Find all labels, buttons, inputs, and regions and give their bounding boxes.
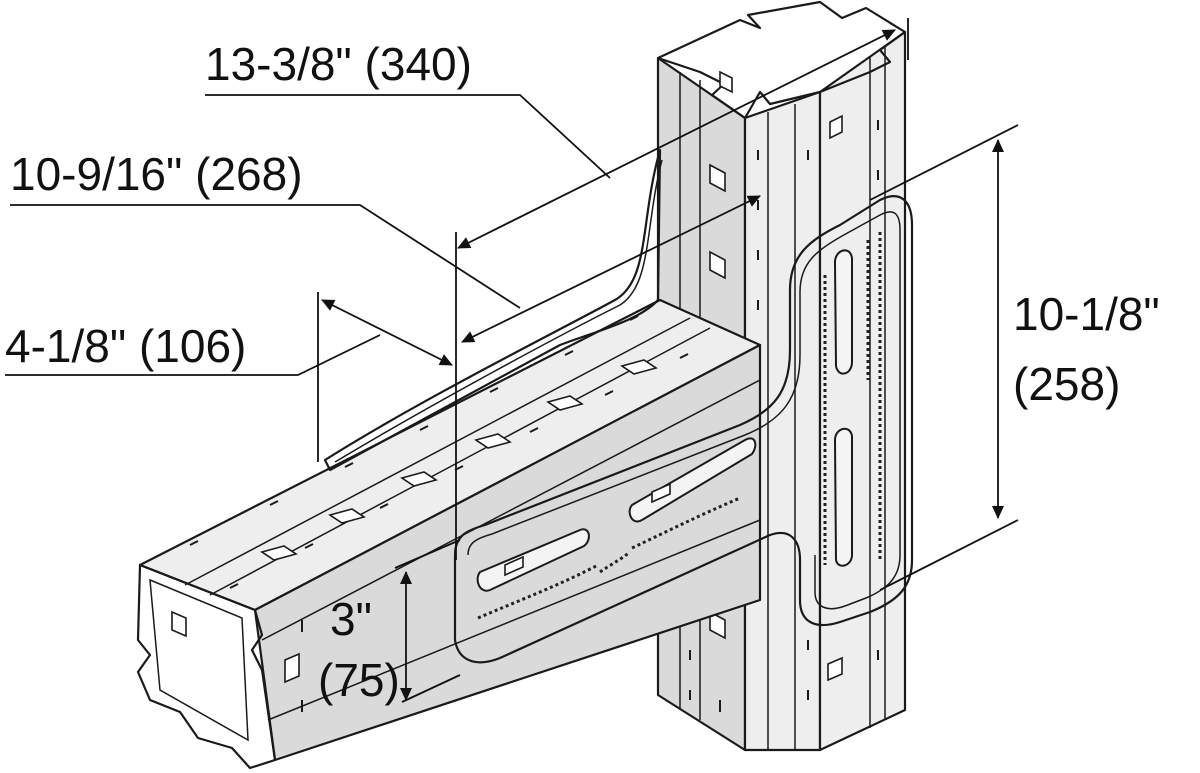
dimension-label-75-mm: (75) <box>318 654 400 706</box>
connector-plate <box>453 195 914 664</box>
dimension-label-106: 4-1/8" (106) <box>5 320 246 372</box>
dimension-258: 10-1/8" (258) <box>869 124 1160 591</box>
dimension-label-258-mm: (258) <box>1013 358 1120 410</box>
dimension-label-268: 10-9/16" (268) <box>10 148 303 200</box>
dimension-75: 3" (75) <box>318 539 461 706</box>
dimension-label-258-inch: 10-1/8" <box>1013 288 1160 340</box>
dimension-268: 10-9/16" (268) <box>10 148 761 343</box>
horizontal-channel <box>136 298 762 770</box>
dimension-340: 13-3/8" (340) <box>205 18 909 249</box>
dimension-label-75-inch: 3" <box>330 593 372 645</box>
dimension-label-340: 13-3/8" (340) <box>205 38 472 90</box>
dimension-106: 4-1/8" (106) <box>5 232 457 560</box>
